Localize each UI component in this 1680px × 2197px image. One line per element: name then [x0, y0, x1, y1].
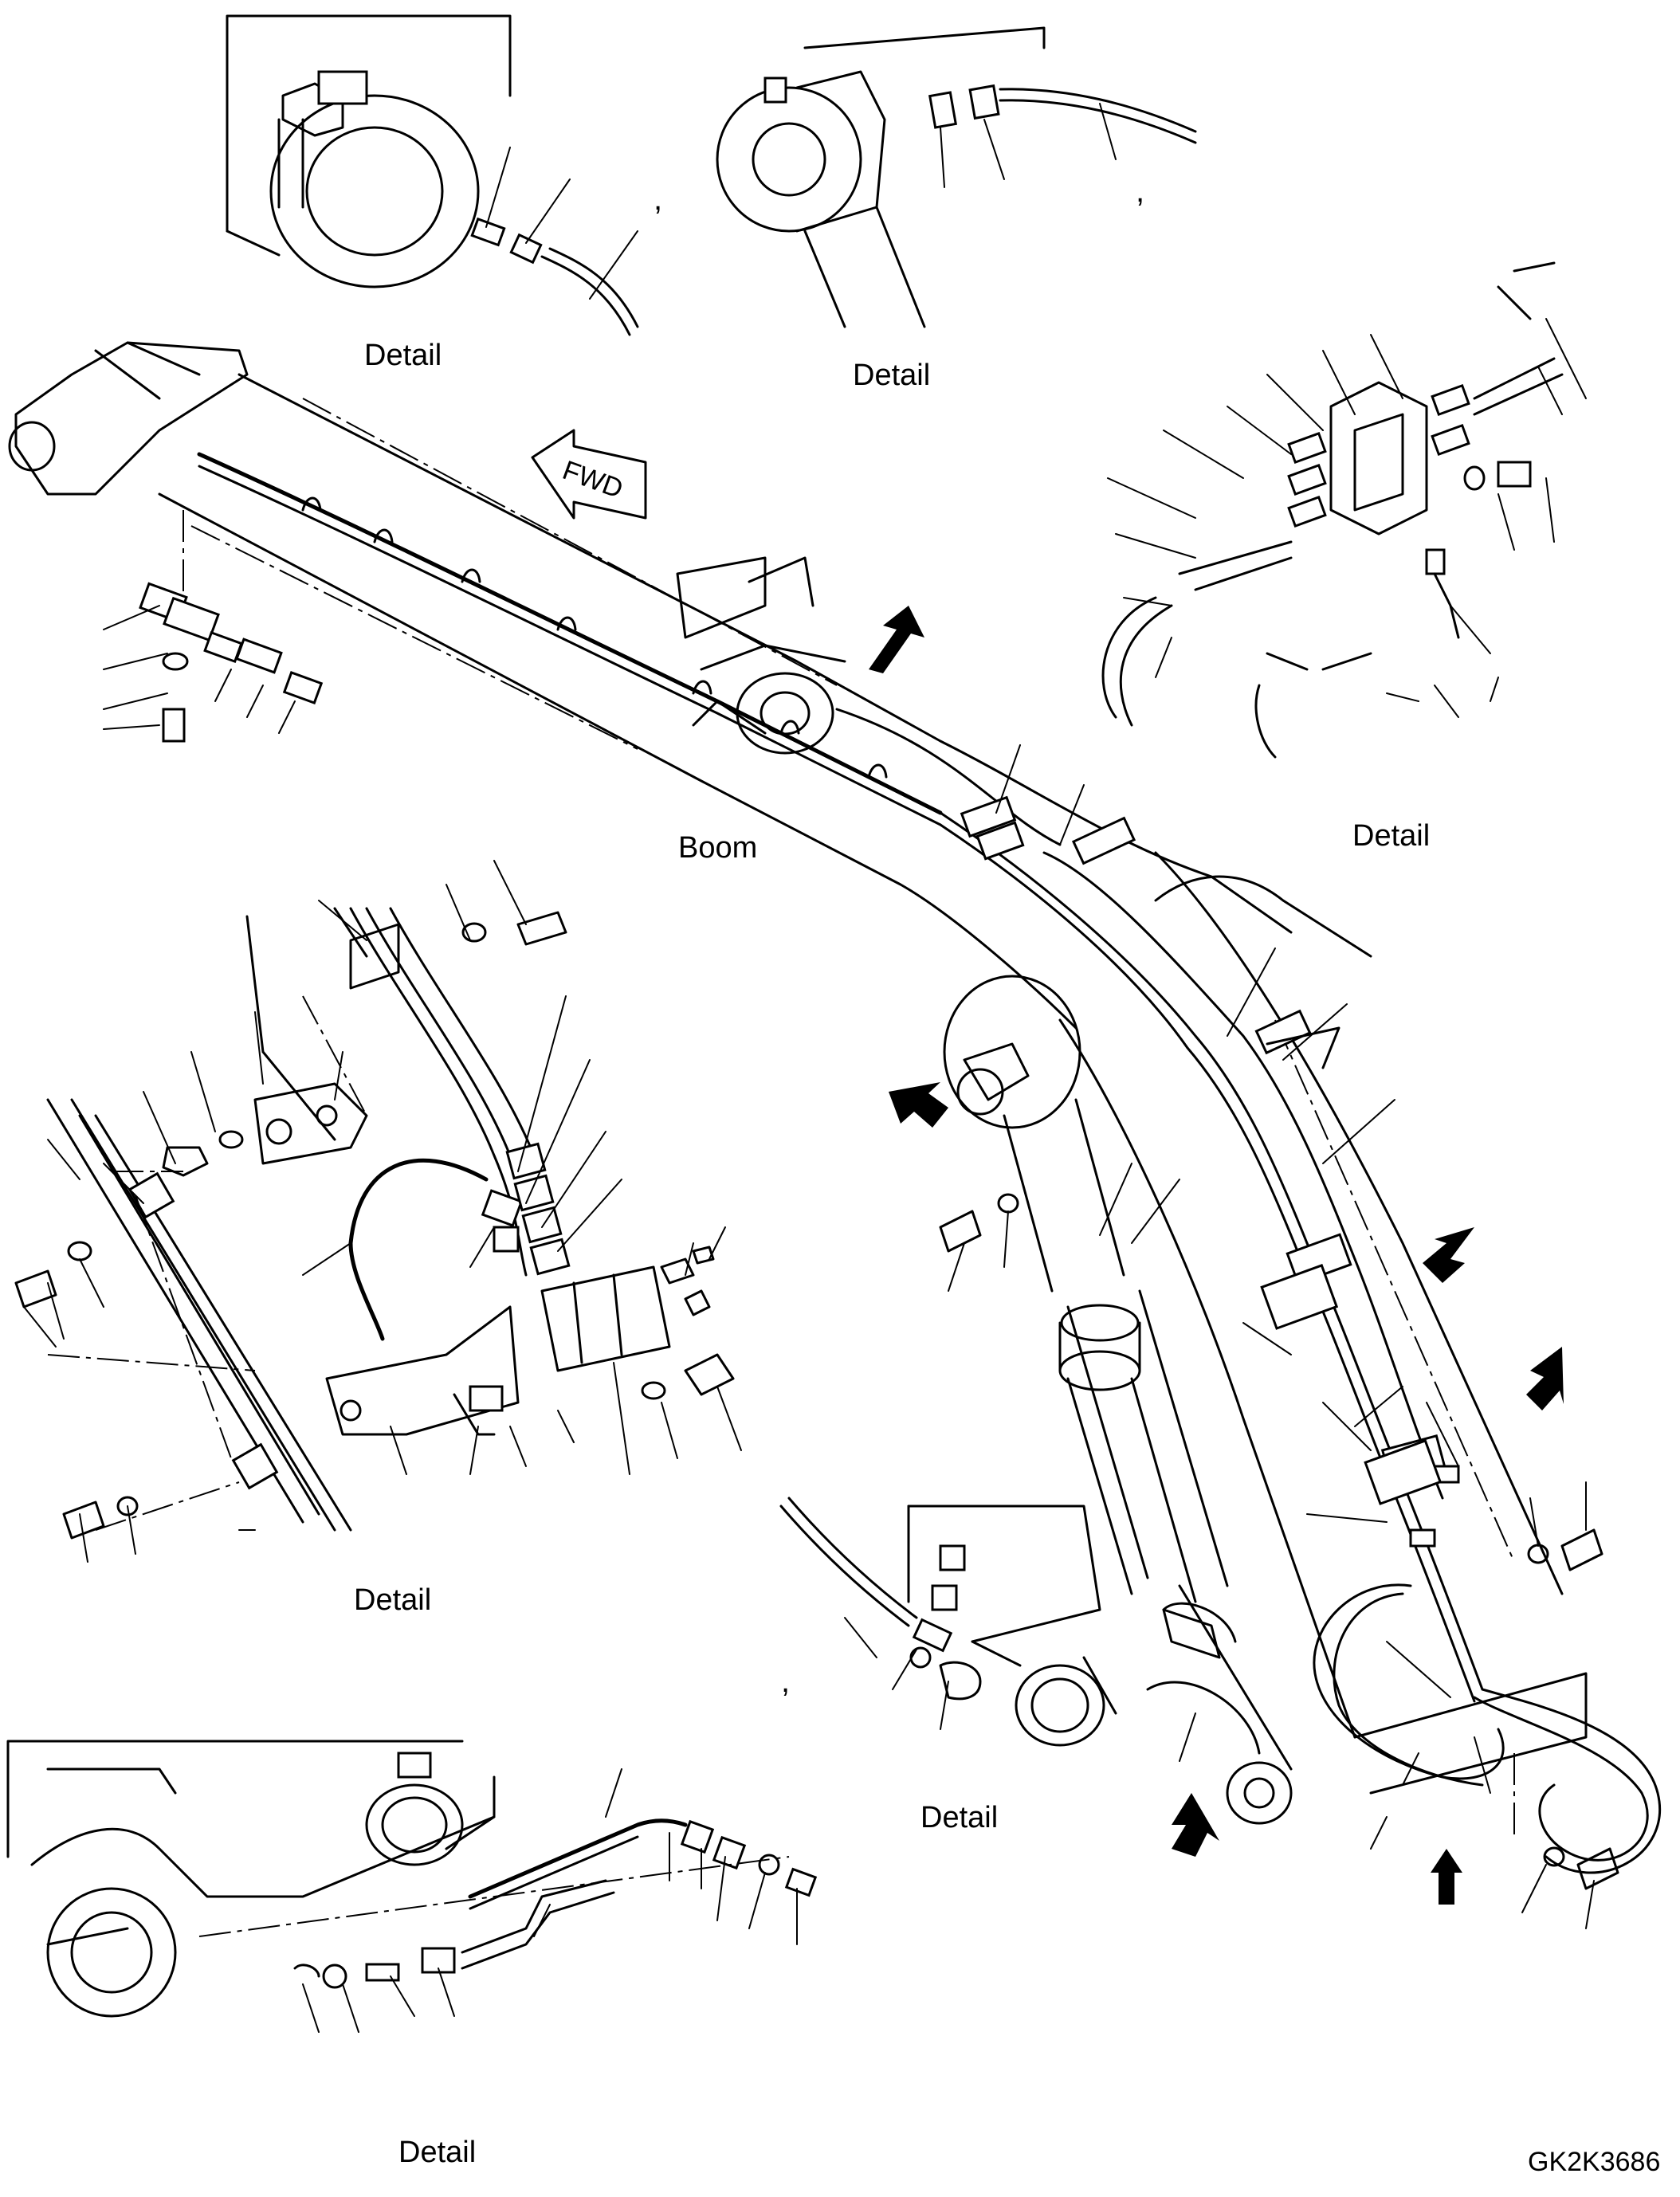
- detail-boom-foot-fittings: [103, 582, 324, 743]
- right-side-hardware: [939, 744, 1619, 1929]
- detail-label-mid-left: Detail: [354, 1583, 432, 1617]
- drawing-code: GK2K3686: [1528, 2147, 1661, 2177]
- detail-top-center-drawing: [716, 26, 1197, 328]
- detail-label-top-center: Detail: [853, 359, 931, 392]
- boom-assembly: [8, 341, 1661, 1874]
- detail-mid-left-drawing: [14, 860, 742, 1563]
- detail-bottom-left-drawing: [6, 1740, 818, 2033]
- view-arrow-icon: [1172, 1793, 1219, 1857]
- comma-separator: ,: [654, 182, 663, 217]
- view-arrow-icon: [1423, 1227, 1474, 1283]
- detail-label-top-left: Detail: [364, 339, 442, 372]
- detail-mid-center-drawing: [779, 1497, 1117, 1747]
- detail-label-top-right: Detail: [1352, 819, 1431, 853]
- view-arrow-icon: [869, 606, 924, 673]
- comma-separator: ,: [781, 1664, 791, 1699]
- view-arrow-icon: [889, 1082, 948, 1128]
- detail-top-right-drawing: [1101, 261, 1587, 759]
- boom-label: Boom: [678, 831, 758, 865]
- view-arrows: [869, 606, 1564, 1905]
- comma-separator: ,: [1136, 174, 1145, 209]
- view-arrow-icon: [1526, 1347, 1564, 1410]
- detail-label-mid-center: Detail: [920, 1801, 999, 1834]
- view-arrow-icon: [1431, 1849, 1462, 1905]
- detail-label-bottom-left: Detail: [398, 2136, 477, 2169]
- detail-top-left-drawing: [226, 14, 639, 336]
